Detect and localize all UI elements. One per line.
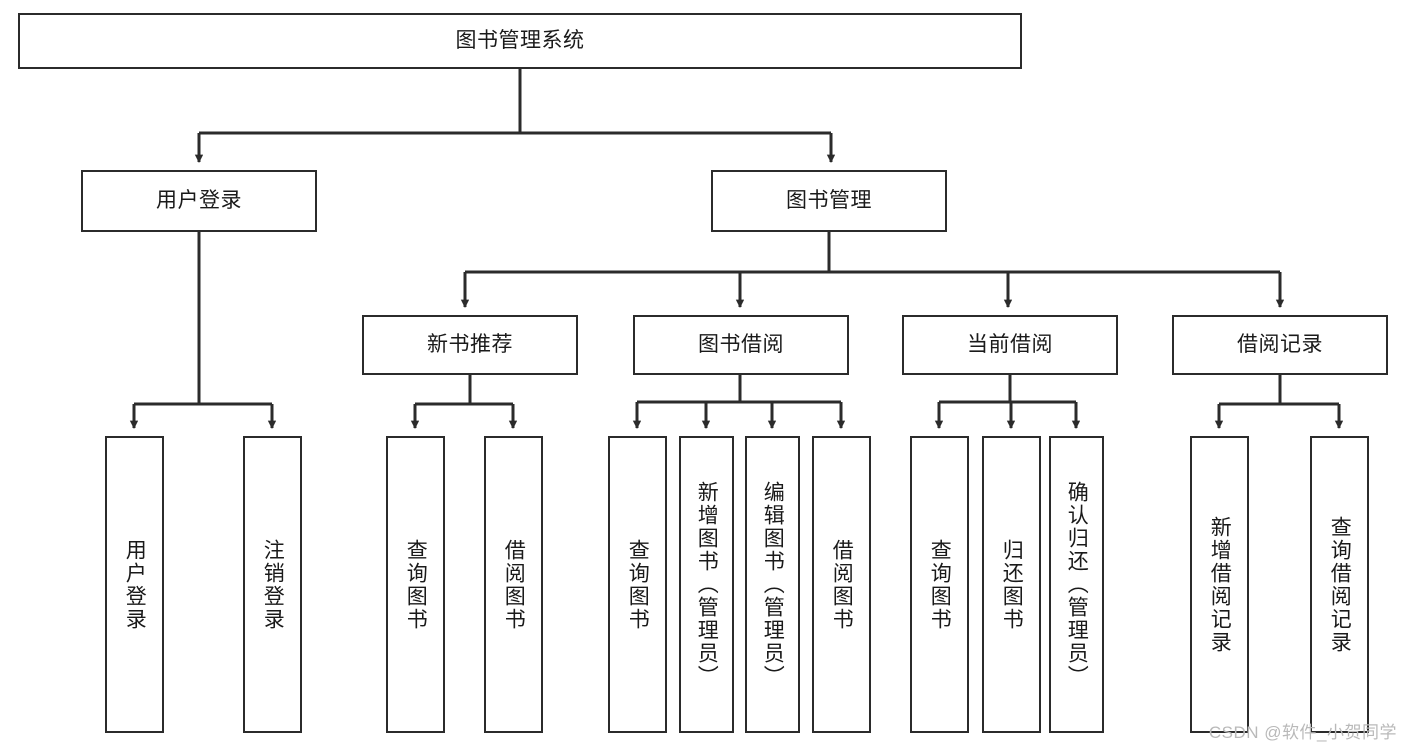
node-leaf-edit-book[interactable]: 编辑图书（管理员）	[745, 436, 800, 733]
node-current-borrow-label: 当前借阅	[967, 332, 1053, 356]
node-leaf-logout-label: 注销登录	[261, 538, 285, 631]
node-current-borrow[interactable]: 当前借阅	[902, 315, 1118, 375]
node-leaf-edit-book-label: 编辑图书（管理员）	[761, 481, 785, 688]
node-user-login[interactable]: 用户登录	[81, 170, 317, 232]
node-leaf-query-book-2[interactable]: 查询图书	[608, 436, 667, 733]
node-book-borrow[interactable]: 图书借阅	[633, 315, 849, 375]
node-leaf-borrow-book-2-label: 借阅图书	[830, 538, 854, 631]
node-leaf-borrow-book-1-label: 借阅图书	[502, 538, 526, 631]
node-leaf-add-record-label: 新增借阅记录	[1208, 515, 1232, 654]
node-leaf-borrow-book-1[interactable]: 借阅图书	[484, 436, 543, 733]
node-leaf-query-book-2-label: 查询图书	[626, 538, 650, 631]
node-root-label: 图书管理系统	[455, 28, 585, 52]
node-new-book-recommend[interactable]: 新书推荐	[362, 315, 578, 375]
node-book-borrow-label: 图书借阅	[698, 332, 784, 356]
node-root[interactable]: 图书管理系统	[18, 13, 1022, 69]
node-book-manage-label: 图书管理	[786, 188, 872, 212]
node-leaf-query-book-1[interactable]: 查询图书	[386, 436, 445, 733]
node-leaf-borrow-book-2[interactable]: 借阅图书	[812, 436, 871, 733]
node-leaf-return-book-label: 归还图书	[1000, 538, 1024, 631]
csdn-watermark: CSDN @软件_小贺同学	[1208, 723, 1397, 742]
node-leaf-user-login[interactable]: 用户登录	[105, 436, 164, 733]
node-leaf-query-book-3[interactable]: 查询图书	[910, 436, 969, 733]
node-leaf-query-book-3-label: 查询图书	[928, 538, 952, 631]
node-leaf-query-record[interactable]: 查询借阅记录	[1310, 436, 1369, 733]
node-book-manage[interactable]: 图书管理	[711, 170, 947, 232]
node-leaf-add-record[interactable]: 新增借阅记录	[1190, 436, 1249, 733]
node-leaf-add-book[interactable]: 新增图书（管理员）	[679, 436, 734, 733]
node-leaf-return-book[interactable]: 归还图书	[982, 436, 1041, 733]
node-user-login-label: 用户登录	[156, 188, 242, 212]
node-leaf-query-record-label: 查询借阅记录	[1328, 515, 1352, 654]
node-borrow-record[interactable]: 借阅记录	[1172, 315, 1388, 375]
node-leaf-confirm-return-label: 确认归还（管理员）	[1065, 481, 1089, 688]
node-leaf-confirm-return[interactable]: 确认归还（管理员）	[1049, 436, 1104, 733]
node-leaf-user-login-label: 用户登录	[123, 538, 147, 631]
node-leaf-query-book-1-label: 查询图书	[404, 538, 428, 631]
node-new-book-recommend-label: 新书推荐	[427, 332, 513, 356]
node-borrow-record-label: 借阅记录	[1237, 332, 1323, 356]
node-leaf-logout[interactable]: 注销登录	[243, 436, 302, 733]
node-leaf-add-book-label: 新增图书（管理员）	[695, 481, 719, 688]
